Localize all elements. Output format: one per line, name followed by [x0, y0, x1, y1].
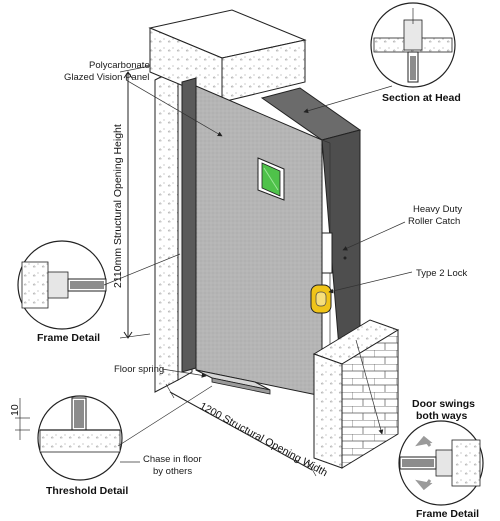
frame-detail-left: Frame Detail — [17, 240, 107, 344]
frame-detail-right: Frame Detail — [398, 420, 484, 520]
door-swings-label-1: Door swings — [412, 398, 475, 410]
vision-panel-label-2: Glazed Vision Panel — [64, 72, 149, 83]
swing-arrow-up-icon — [415, 435, 433, 447]
width-dimension-label: 1200 Structural Opening Width — [198, 400, 330, 479]
door-frame — [181, 77, 362, 373]
threshold-detail-label: Threshold Detail — [46, 485, 128, 497]
chase-label-2: by others — [153, 466, 192, 477]
head-block — [148, 9, 307, 103]
brick-pier — [312, 319, 400, 469]
section-at-head-detail: Section at Head — [370, 2, 461, 104]
floor-spring — [195, 369, 271, 395]
lock-icon — [310, 284, 332, 314]
threshold-detail: Threshold Detail — [37, 395, 128, 497]
roller-catch — [321, 232, 333, 274]
height-dimension-label: 2110mm Structural Opening Height — [112, 124, 124, 288]
threshold-dimension: 10 — [9, 398, 30, 440]
vision-panel-label-1: Polycarbonate — [89, 60, 150, 71]
threshold-dimension-label: 10 — [9, 404, 21, 416]
height-dimension: 2110mm Structural Opening Height — [112, 65, 151, 339]
frame-detail-right-label: Frame Detail — [416, 508, 479, 520]
callout-labels: Polycarbonate Glazed Vision Panel Heavy … — [64, 60, 475, 477]
door-swings-label-2: both ways — [416, 410, 468, 422]
roller-catch-fixing — [343, 256, 347, 260]
type2-lock-label: Type 2 Lock — [416, 268, 467, 279]
vision-panel — [257, 157, 285, 201]
roller-catch-label-1: Heavy Duty — [413, 204, 462, 215]
swing-arrow-down-icon — [415, 479, 433, 491]
leader-lines — [103, 79, 413, 463]
chase-label-1: Chase in floor — [143, 454, 202, 465]
floor-spring-label: Floor spring — [114, 364, 164, 375]
roller-catch-label-2: Roller Catch — [408, 216, 460, 227]
frame-detail-left-label: Frame Detail — [37, 332, 100, 344]
section-at-head-label: Section at Head — [382, 92, 461, 104]
